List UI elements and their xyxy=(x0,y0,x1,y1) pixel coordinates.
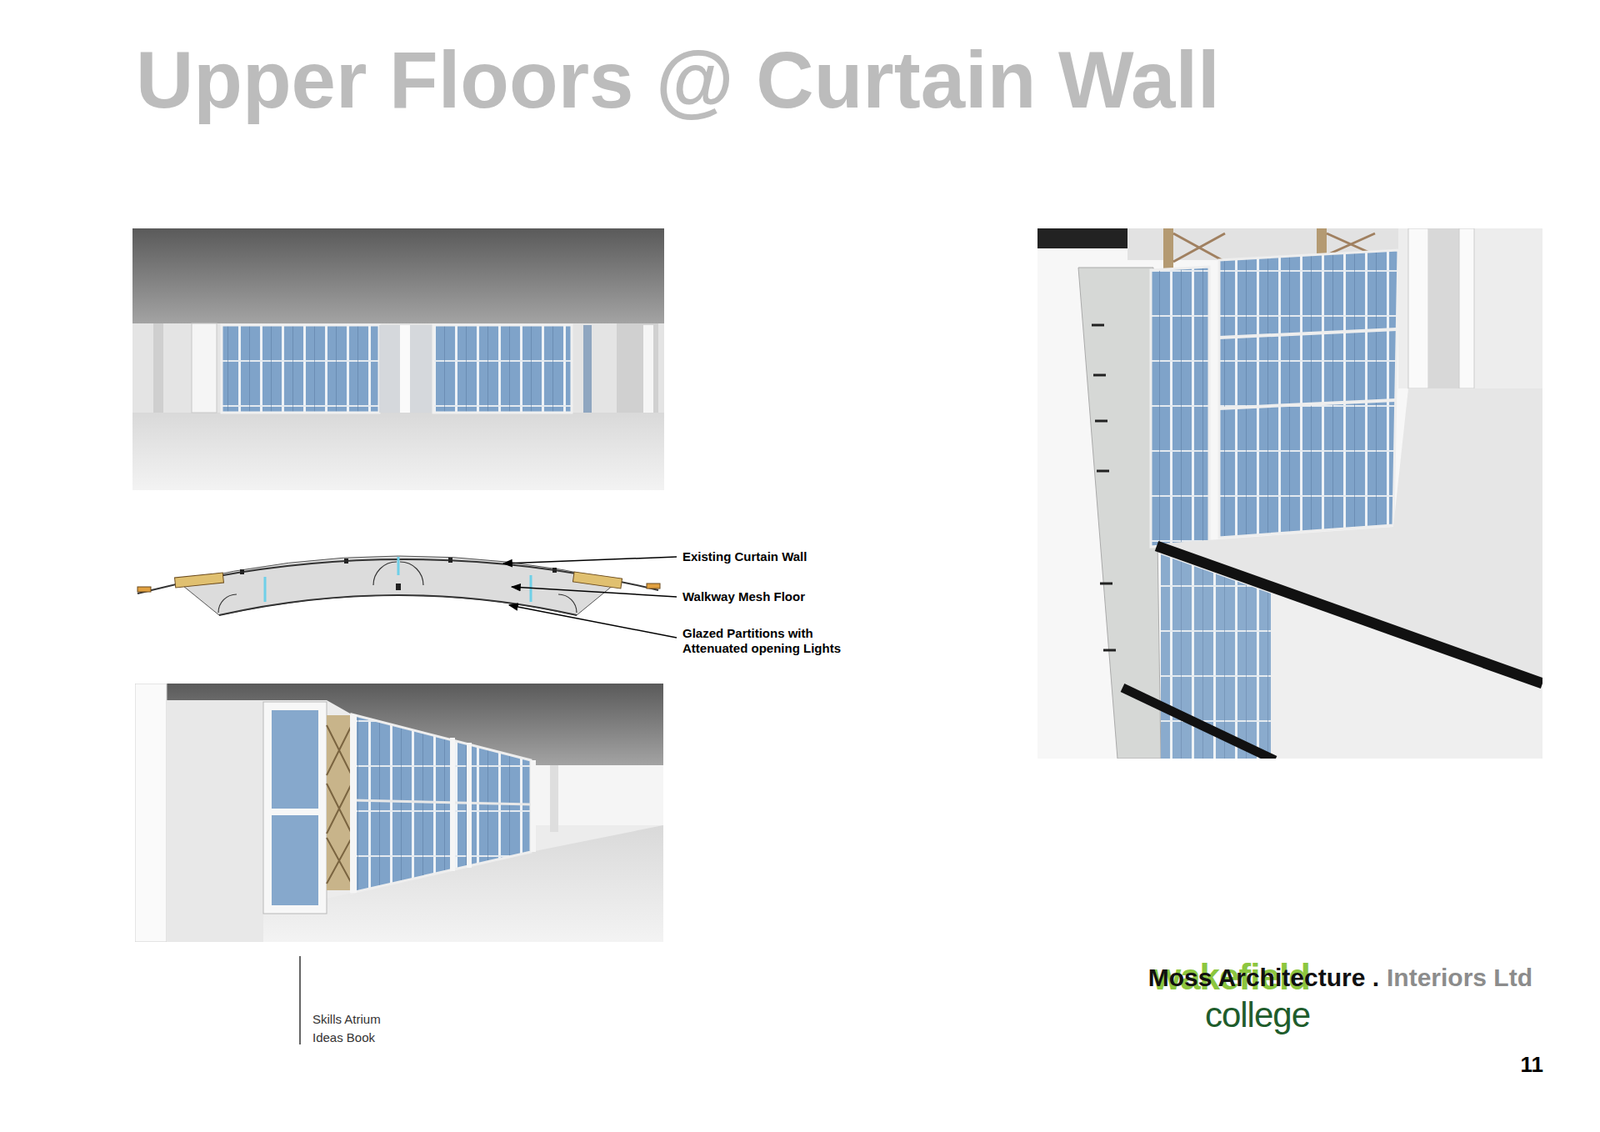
logo-divider xyxy=(299,955,301,1045)
render-section xyxy=(1037,228,1543,759)
logo-subtitle: Skills Atrium Ideas Book xyxy=(312,1010,405,1047)
plan-drawing xyxy=(137,555,677,638)
render-bottom xyxy=(135,683,664,942)
render-top xyxy=(132,228,665,490)
callout-label: Existing Curtain Wall xyxy=(682,549,807,565)
page-title: Upper Floors @ Curtain Wall xyxy=(135,40,1220,120)
company-suffix: Interiors Ltd xyxy=(1386,962,1533,993)
callout-label: Glazed Partitions with Attenuated openin… xyxy=(682,625,862,656)
logo-word: college xyxy=(1205,994,1310,1036)
page-number: 11 xyxy=(1520,1051,1545,1078)
company-name: Moss Architecture . xyxy=(1148,962,1380,993)
callout-label: Walkway Mesh Floor xyxy=(682,589,805,605)
